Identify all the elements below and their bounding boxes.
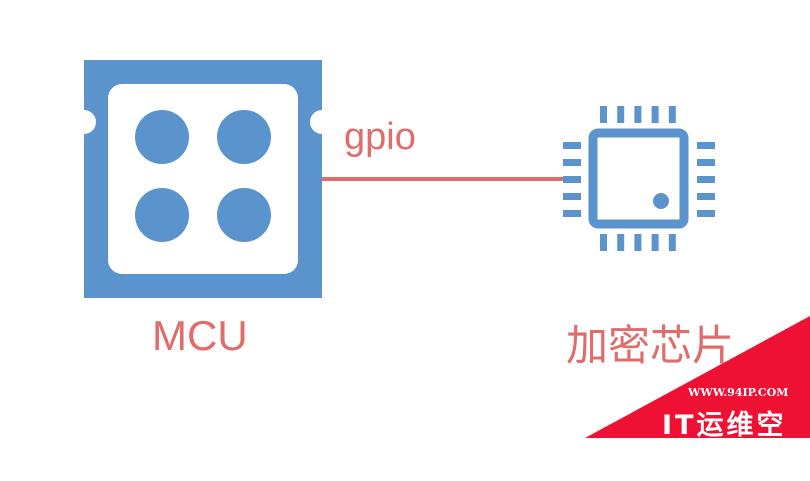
mcu-label: MCU bbox=[152, 312, 248, 359]
chip-icon bbox=[563, 106, 715, 251]
chip-pin bbox=[668, 234, 676, 251]
chip-pin bbox=[697, 142, 715, 149]
chip-pin bbox=[563, 142, 581, 149]
chip-pin bbox=[617, 234, 625, 251]
chip-pin bbox=[634, 234, 642, 251]
chip-pin bbox=[651, 234, 659, 251]
mcu-icon bbox=[72, 60, 334, 298]
watermark-banner bbox=[585, 316, 810, 438]
chip-pin bbox=[563, 159, 581, 166]
chip-pin bbox=[634, 106, 642, 123]
chip-pin bbox=[651, 106, 659, 123]
chip-pin bbox=[697, 210, 715, 217]
chip-label: 加密芯片 bbox=[566, 321, 735, 370]
chip-pin bbox=[600, 234, 607, 251]
gpio-label: gpio bbox=[344, 116, 416, 158]
chip-pin bbox=[600, 106, 607, 123]
watermark-name: IT运维空间 bbox=[662, 410, 787, 480]
watermark-url: WWW.94IP.COM bbox=[688, 386, 789, 399]
chip-pin bbox=[697, 159, 715, 166]
chip-pin bbox=[563, 193, 581, 200]
diagram-canvas bbox=[72, 60, 810, 438]
chip-pin bbox=[697, 176, 715, 183]
chip-pin bbox=[668, 106, 676, 123]
chip-pin bbox=[563, 176, 581, 183]
chip-pin bbox=[697, 193, 715, 200]
chip-pin bbox=[563, 210, 581, 217]
chip-pin bbox=[617, 106, 625, 123]
